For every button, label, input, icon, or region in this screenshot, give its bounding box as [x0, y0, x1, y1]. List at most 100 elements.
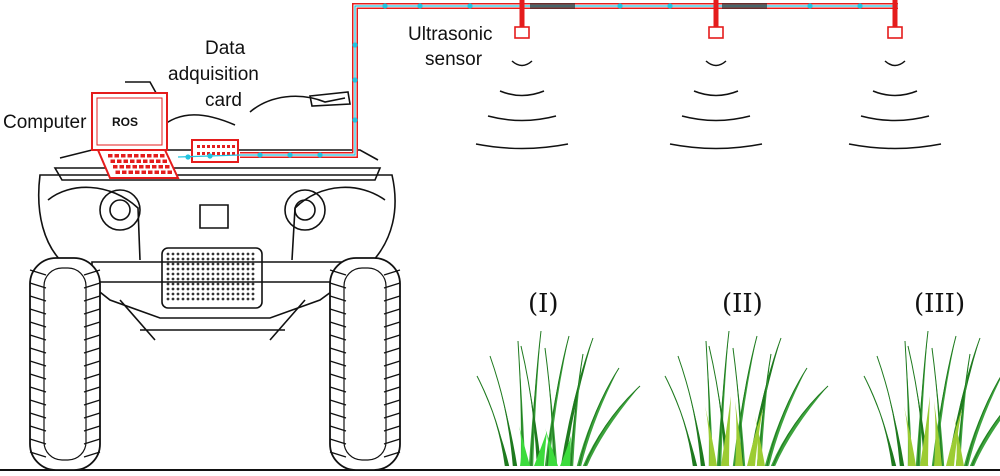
grill-hole	[196, 272, 200, 276]
grill-hole	[176, 252, 180, 256]
tire-tread	[29, 308, 101, 315]
grill-hole	[196, 252, 200, 256]
grass-blade	[576, 368, 619, 466]
grass-blade	[721, 396, 731, 466]
grill-hole	[171, 287, 175, 291]
grill-hole	[226, 252, 230, 256]
grill-hole	[216, 282, 220, 286]
grass-blade-edge	[772, 385, 829, 467]
daq-label-line3: card	[205, 90, 242, 111]
grill-hole	[191, 252, 195, 256]
ultrasonic-sensors	[475, 0, 942, 150]
grill-hole	[216, 277, 220, 281]
signal-dot	[352, 77, 358, 83]
grill-hole	[211, 257, 215, 261]
keyboard-key	[153, 154, 158, 158]
grill-hole	[251, 262, 255, 266]
computer-screen	[91, 92, 168, 151]
grill-hole	[221, 267, 225, 271]
grill-hole	[216, 287, 220, 291]
grill-hole	[251, 277, 255, 281]
grill-hole	[196, 277, 200, 281]
tire-tread	[29, 321, 101, 328]
grill-hole	[181, 287, 185, 291]
tire-tread	[29, 438, 101, 445]
grill-hole	[171, 297, 175, 301]
grass-blade	[477, 376, 510, 466]
keyboard-key	[152, 165, 157, 169]
grill-hole	[241, 272, 245, 276]
grill-hole	[231, 287, 235, 291]
signal-dot	[317, 152, 323, 158]
signal-dot	[467, 3, 473, 9]
wire-outer	[240, 3, 898, 158]
grill-hole	[211, 252, 215, 256]
sound-wave	[487, 115, 557, 122]
daq-pin	[202, 145, 205, 148]
tire-tread	[329, 360, 401, 367]
grill-hole	[241, 287, 245, 291]
signal-line	[177, 5, 898, 158]
keyboard-key	[135, 170, 140, 174]
grill-hole	[201, 282, 205, 286]
grill-hole	[186, 272, 190, 276]
keyboard-key	[121, 154, 126, 158]
sensor-body	[708, 26, 724, 39]
grill-hole	[226, 267, 230, 271]
atv-fender-right	[291, 186, 386, 261]
tire-tread	[329, 386, 401, 393]
tire-tread	[329, 373, 401, 380]
computer-laptop: ROS	[91, 92, 180, 179]
grass-blade-edge	[544, 347, 556, 467]
keyboard-key	[110, 159, 115, 163]
grill-hole	[166, 257, 170, 261]
grass-blade	[545, 428, 558, 466]
grill-hole	[231, 267, 235, 271]
grass-blade-edge	[766, 367, 808, 467]
grill-hole	[246, 282, 250, 286]
signal-dot	[352, 42, 358, 48]
sound-wave	[669, 143, 763, 150]
grill-hole	[186, 262, 190, 266]
grill-hole	[226, 287, 230, 291]
grill-hole	[206, 257, 210, 261]
tire-tread	[29, 412, 101, 419]
grass-blade	[770, 386, 828, 466]
signal-dot	[857, 3, 863, 9]
grass-blade-edge	[931, 347, 943, 467]
grill-hole	[196, 287, 200, 291]
sensor-label-line1: Ultrasonic	[408, 24, 492, 45]
grill-hole	[251, 297, 255, 301]
grill-hole	[241, 297, 245, 301]
keyboard-key	[148, 170, 153, 174]
grill-hole	[181, 267, 185, 271]
grass-blade	[560, 338, 593, 466]
grill-hole	[241, 282, 245, 286]
tire-tread	[329, 425, 401, 432]
grill-hole	[196, 292, 200, 296]
grill-hole	[206, 252, 210, 256]
grill-hole	[206, 277, 210, 281]
grill-hole	[171, 257, 175, 261]
sound-wave	[511, 60, 533, 67]
grass-blade-edge	[876, 355, 903, 467]
grill-hole	[221, 252, 225, 256]
grill-hole	[201, 272, 205, 276]
grill-hole	[201, 267, 205, 271]
grill-hole	[246, 252, 250, 256]
grill-hole	[226, 297, 230, 301]
keyboard-key	[160, 154, 165, 158]
grill-hole	[166, 267, 170, 271]
sound-wave	[848, 143, 942, 150]
keyboard-key	[145, 165, 150, 169]
grill-hole	[206, 282, 210, 286]
grass-blade	[755, 416, 765, 466]
grass-blade	[920, 396, 930, 466]
grill-hole	[221, 272, 225, 276]
tire-tread	[29, 360, 101, 367]
atv-headlight-right	[284, 189, 326, 231]
atv-headlight-left	[99, 189, 141, 231]
grass-plant	[476, 330, 641, 467]
grill-hole	[236, 297, 240, 301]
